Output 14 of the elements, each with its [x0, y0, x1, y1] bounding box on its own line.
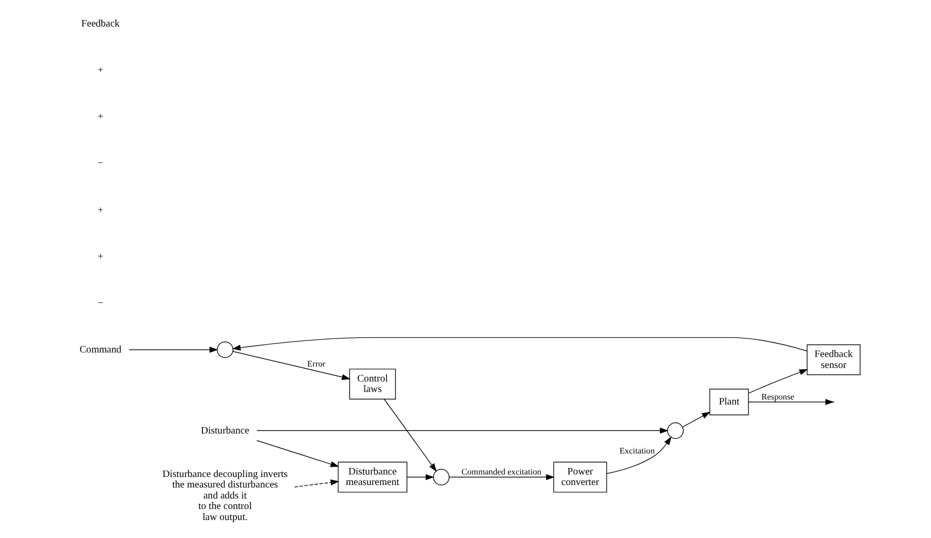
label: +	[97, 251, 103, 262]
edge-label: Response	[760, 392, 794, 402]
label: −	[97, 158, 103, 170]
label: −	[97, 298, 103, 309]
label: Feedback	[80, 18, 120, 30]
node-text: Disturbance	[200, 425, 249, 436]
label: +	[97, 65, 103, 76]
edge-label: Error	[306, 358, 325, 369]
edge-label: Excitation	[618, 445, 654, 456]
node-text: Command	[79, 344, 121, 356]
label: +	[97, 204, 103, 216]
edge-label: Commanded excitation	[461, 466, 541, 477]
node-text: Disturbance decoupling inverts the measured disturbances and adds it to the control law output.	[162, 468, 288, 523]
label: +	[97, 112, 103, 123]
